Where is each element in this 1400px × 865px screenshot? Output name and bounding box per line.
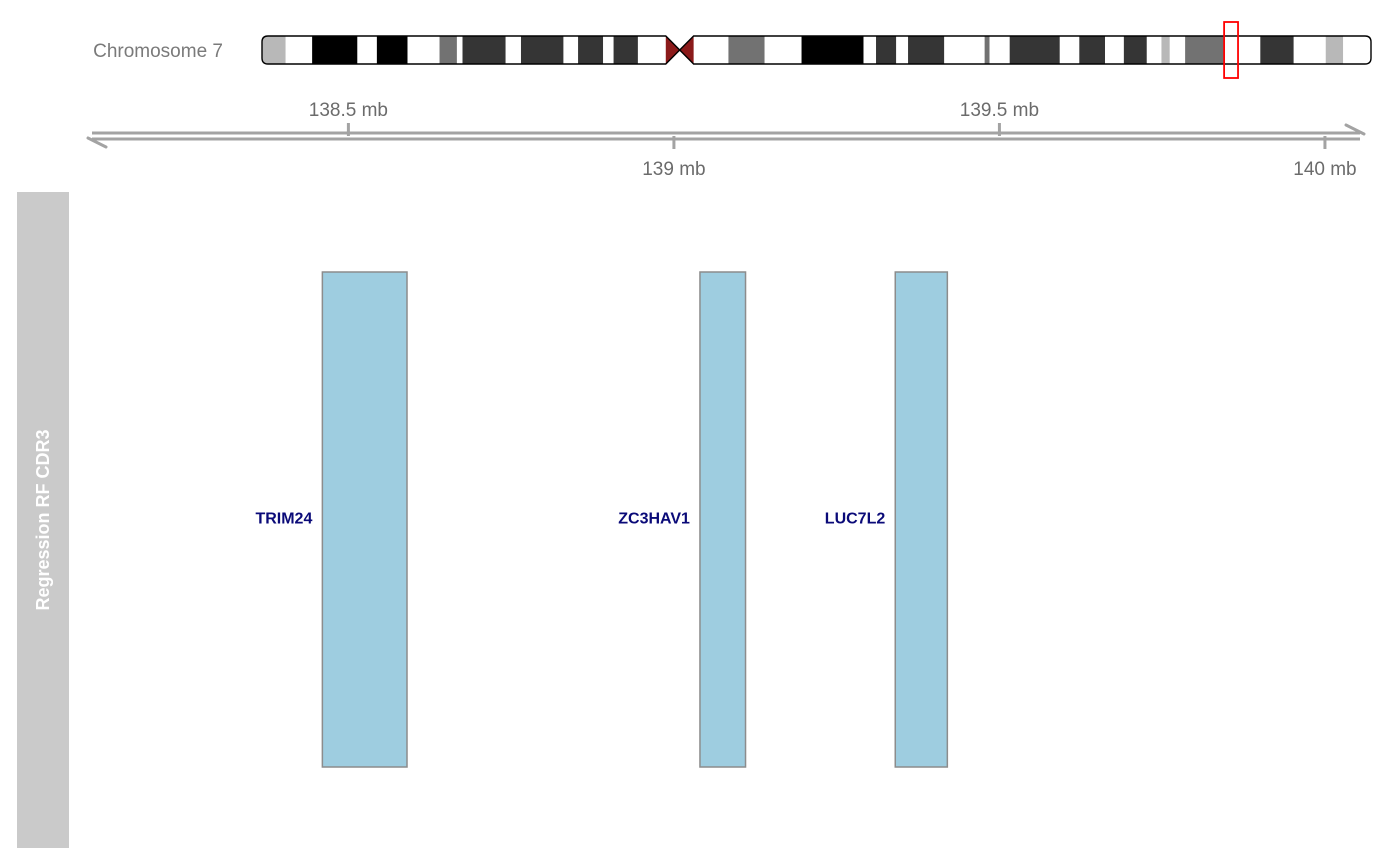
ideogram-band (1343, 36, 1371, 64)
ideogram-band (876, 36, 897, 64)
track-title-strip (17, 192, 69, 848)
ideogram-band (1325, 36, 1344, 64)
axis-arrow-left (86, 136, 108, 149)
ideogram-band (801, 36, 864, 64)
chromosome-label: Chromosome 7 (93, 41, 223, 62)
gene-track: TRIM24 ZC3HAV1 LUC7L2 (255, 271, 949, 768)
ideogram-band (613, 36, 638, 64)
ideogram-band (691, 36, 729, 64)
ideogram-band (462, 36, 506, 64)
genome-axis: 138.5 mb 139 mb 139.5 mb 140 mb (86, 100, 1366, 180)
ideogram-region-highlight (1223, 21, 1239, 79)
ideogram-band (285, 36, 313, 64)
axis-tick-label: 139 mb (642, 159, 705, 180)
centromere-q-side (679, 36, 694, 64)
ideogram-band (1059, 36, 1080, 64)
ideogram-band (1293, 36, 1326, 64)
ideogram-band (1079, 36, 1106, 64)
ideogram-bands (262, 36, 1371, 64)
ideogram-band (505, 36, 521, 64)
ideogram-band (262, 36, 286, 64)
axis-tick-label: 138.5 mb (309, 100, 388, 121)
ideogram-band (1105, 36, 1124, 64)
axis-arrow-right (1344, 123, 1366, 136)
ideogram-band (944, 36, 985, 64)
ideogram-band (376, 36, 408, 64)
ideogram-band (357, 36, 377, 64)
axis-tick-label: 140 mb (1293, 159, 1356, 180)
chromosome-ideogram: Chromosome 7 (93, 21, 1372, 79)
ideogram-band (1161, 36, 1170, 64)
axis-tick-label: 139.5 mb (960, 100, 1039, 121)
ideogram-band (1169, 36, 1186, 64)
ideogram-band (896, 36, 909, 64)
ideogram-band (578, 36, 604, 64)
ideogram-band (1185, 36, 1225, 64)
ideogram-band (863, 36, 877, 64)
ideogram-band (728, 36, 765, 64)
ideogram-band (984, 36, 990, 64)
gene-block (321, 271, 408, 768)
gene-block (699, 271, 747, 768)
ideogram-band (989, 36, 1010, 64)
ideogram-outline (261, 35, 1372, 65)
ideogram-band (439, 36, 457, 64)
ideogram-band (637, 36, 666, 64)
ideogram-band (1146, 36, 1162, 64)
ideogram-band (563, 36, 579, 64)
ideogram-band (1123, 36, 1147, 64)
ideogram-band (1260, 36, 1294, 64)
gene-label: LUC7L2 (825, 511, 886, 528)
ideogram-band (603, 36, 614, 64)
ideogram-band (764, 36, 802, 64)
ideogram-band (520, 36, 564, 64)
gene-label: ZC3HAV1 (618, 511, 690, 528)
gene-block (894, 271, 949, 768)
ideogram-band (312, 36, 358, 64)
gene-label: TRIM24 (255, 511, 312, 528)
ideogram-band (456, 36, 463, 64)
track-title: Regression RF CDR3 (33, 429, 53, 610)
ideogram-band (407, 36, 440, 64)
ideogram-band (1224, 36, 1261, 64)
ideogram-band (908, 36, 945, 64)
ideogram-band (1009, 36, 1060, 64)
centromere-p-side (665, 36, 680, 64)
